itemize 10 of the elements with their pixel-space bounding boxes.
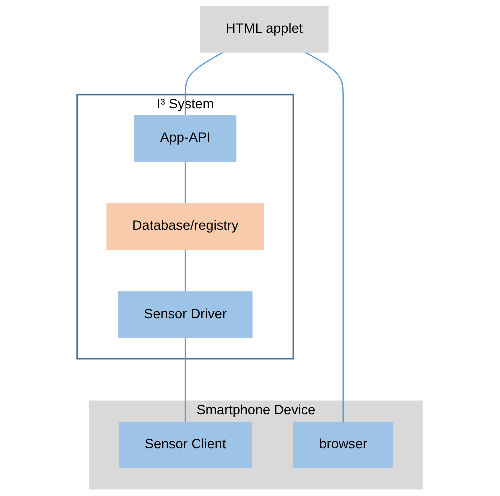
connector [184, 162, 186, 204]
node-box: browser [294, 422, 394, 468]
node-box: Sensor Client [119, 422, 252, 468]
connector [184, 338, 186, 422]
connector [184, 250, 186, 292]
node-box: App-API [134, 116, 237, 162]
node-box: HTML applet [200, 6, 329, 53]
node-box: Database/registry [106, 204, 264, 250]
connector [305, 52, 344, 422]
node-box: Sensor Driver [118, 292, 253, 338]
